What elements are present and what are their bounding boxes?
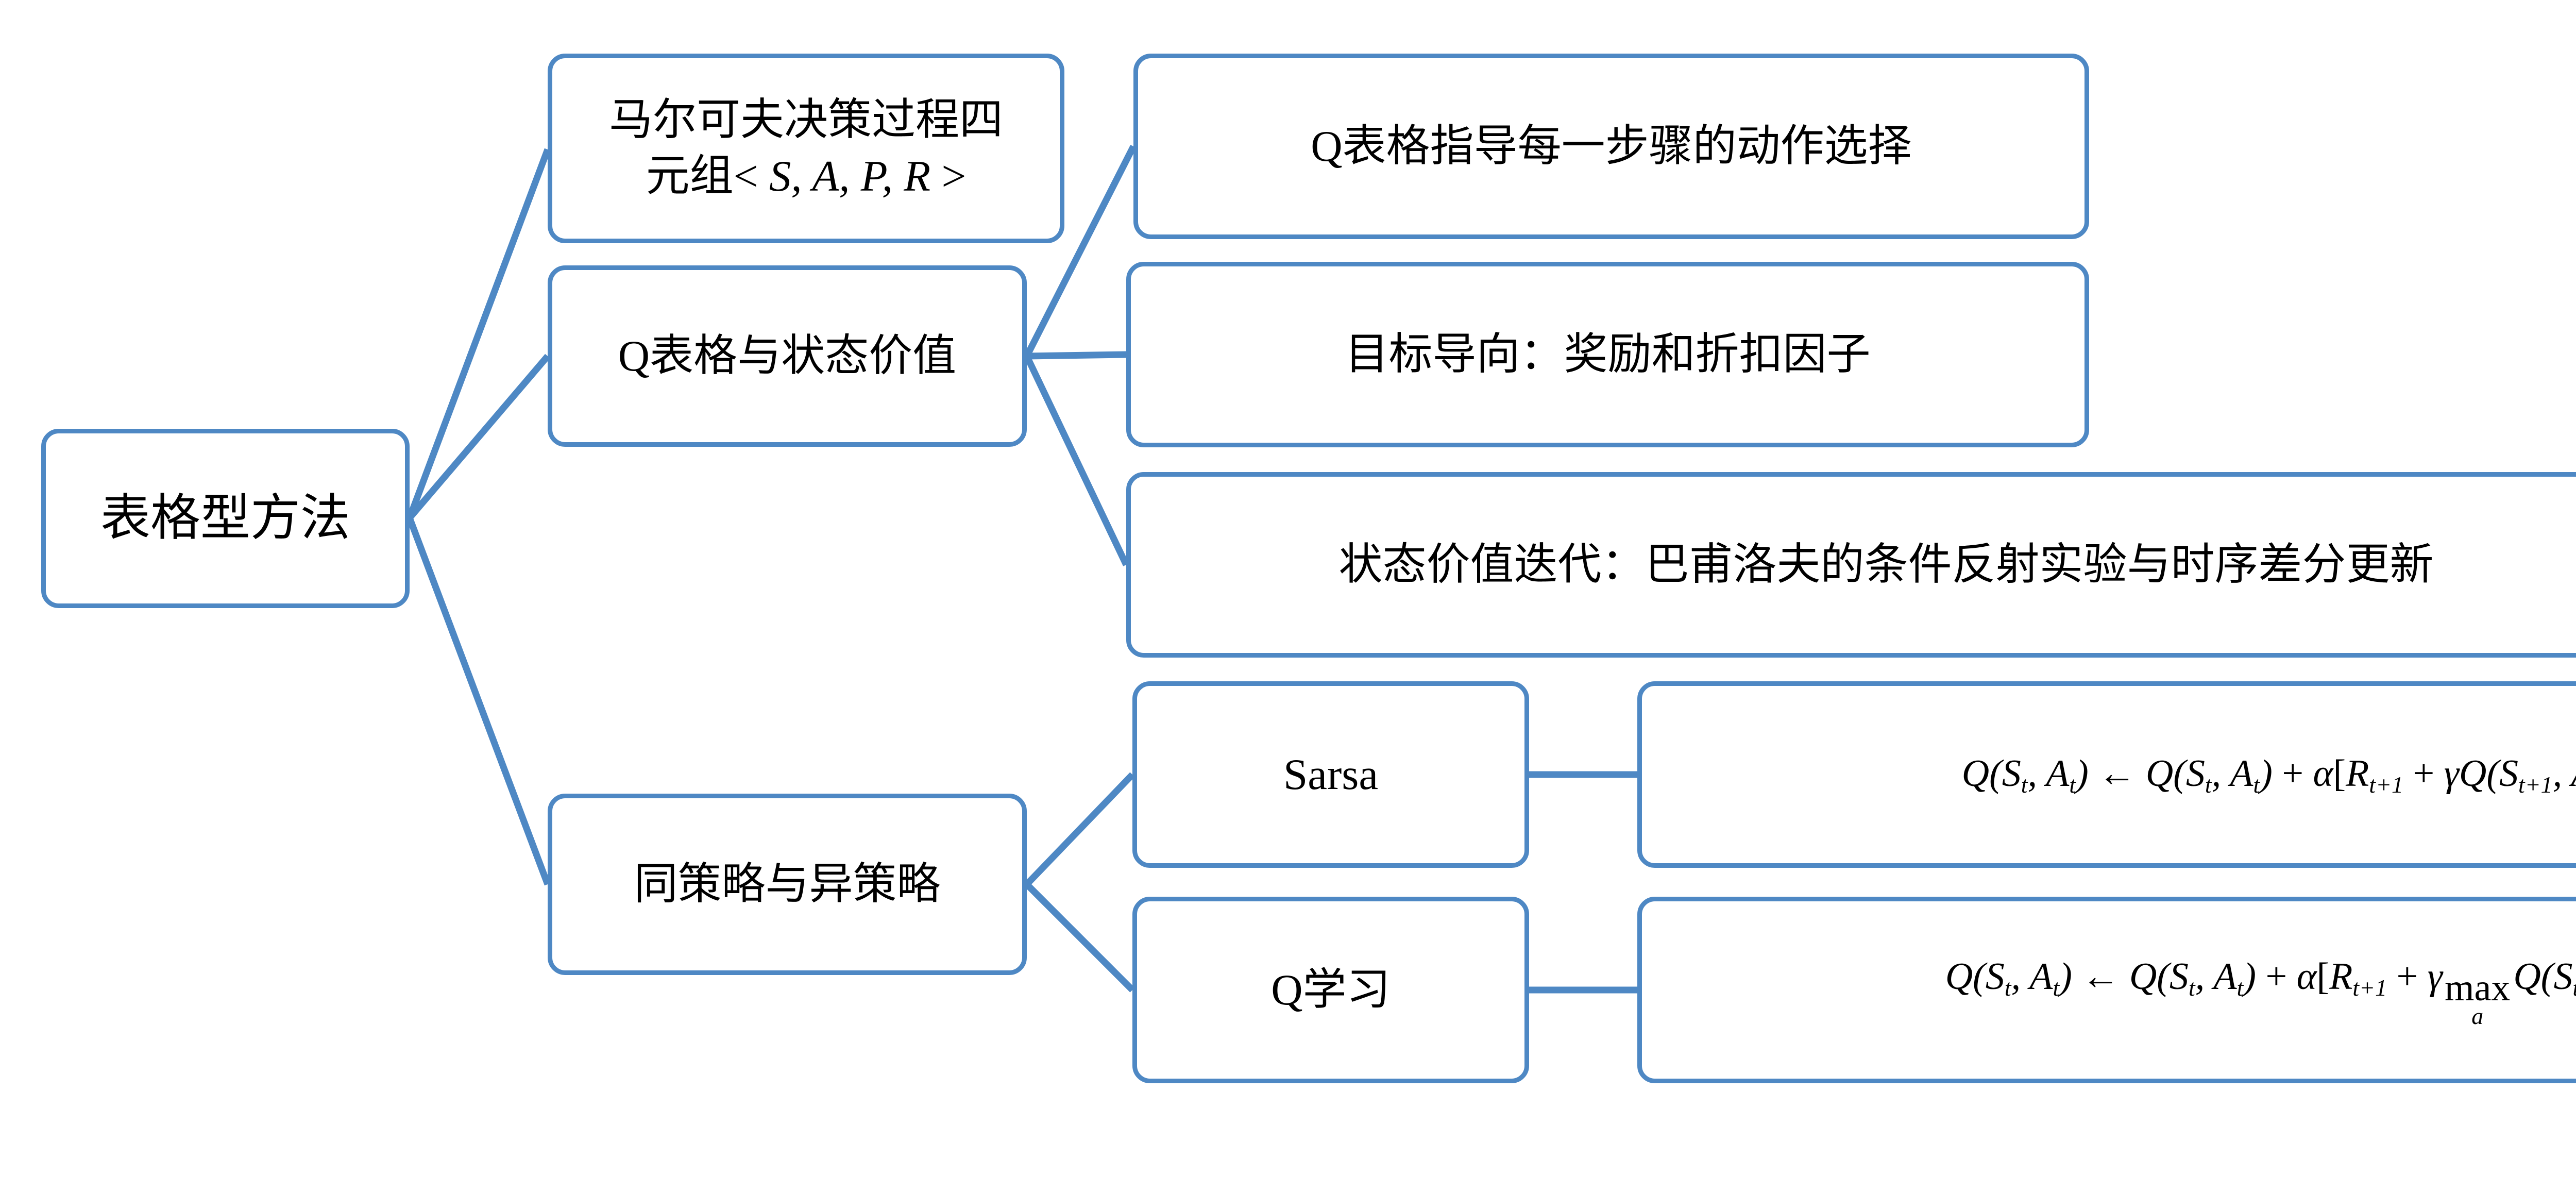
node-on-off-policy[interactable]: 同策略与异策略 — [548, 794, 1027, 975]
node-sarsa-label: Sarsa — [1283, 750, 1379, 799]
node-state-value-iteration[interactable]: 状态价值迭代：巴甫洛夫的条件反射实验与时序差分更新 — [1126, 472, 2576, 658]
connector-root-to-mdp — [406, 148, 551, 519]
node-mdp-tuple-label: 马尔可夫决策过程四 元组< S, A, P, R > — [565, 92, 1047, 205]
node-goal-reward-discount-label: 目标导向：奖励和折扣因子 — [1345, 330, 1871, 379]
mdp-line-1: 马尔可夫决策过程四 — [608, 96, 1003, 145]
node-qtable-state-value-label: Q表格与状态价值 — [618, 331, 957, 380]
node-sarsa[interactable]: Sarsa — [1132, 681, 1529, 868]
sarsa-update-equation: Q(St, At) ← Q(St, At) + α[Rt+1 + γQ(St+1… — [1961, 752, 2576, 798]
node-on-off-policy-label: 同策略与异策略 — [634, 860, 941, 909]
connector-qtable-to-c2 — [1026, 351, 1127, 360]
mdp-tuple-symbols: S, A, P, R — [758, 152, 942, 200]
node-q-learning-label: Q学习 — [1271, 965, 1391, 1014]
node-sarsa-formula[interactable]: Q(St, At) ← Q(St, At) + α[Rt+1 + γQ(St+1… — [1637, 681, 2576, 868]
node-qtable-action-selection-label: Q表格指导每一步骤的动作选择 — [1311, 122, 1912, 171]
connector-qtable-to-c3 — [1024, 355, 1129, 566]
node-qtable-action-selection[interactable]: Q表格指导每一步骤的动作选择 — [1133, 54, 2089, 239]
node-q-learning[interactable]: Q学习 — [1132, 897, 1529, 1083]
connector-root-to-onoff — [406, 516, 551, 886]
connector-root-to-qtable — [407, 354, 550, 521]
connector-onoff-to-qlearn — [1024, 882, 1135, 993]
node-mdp-tuple[interactable]: 马尔可夫决策过程四 元组< S, A, P, R > — [548, 54, 1064, 243]
mdp-line-2: 元组< S, A, P, R > — [646, 152, 967, 200]
node-state-value-iteration-label: 状态价值迭代：巴甫洛夫的条件反射实验与时序差分更新 — [1338, 540, 2434, 589]
node-root[interactable]: 表格型方法 — [41, 429, 410, 608]
connector-onoff-to-sarsa — [1024, 772, 1135, 887]
node-root-label: 表格型方法 — [100, 490, 350, 546]
node-qtable-state-value[interactable]: Q表格与状态价值 — [548, 265, 1027, 447]
node-goal-reward-discount[interactable]: 目标导向：奖励和折扣因子 — [1126, 262, 2089, 447]
